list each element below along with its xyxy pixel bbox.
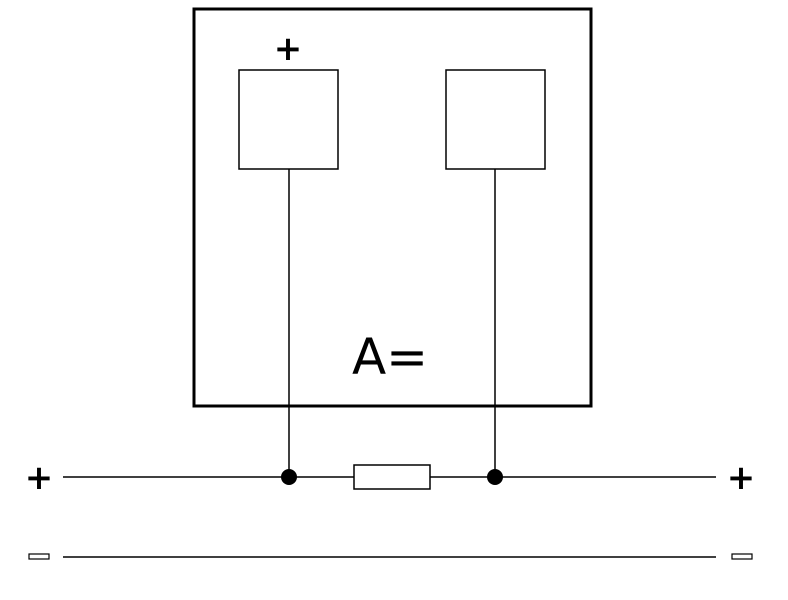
device-enclosure	[192, 7, 593, 408]
bus-positive-left-label: +	[25, 458, 54, 498]
terminal-left	[238, 69, 339, 170]
resistor	[353, 464, 431, 490]
bus-negative-left-minus-icon	[28, 553, 50, 560]
junction-dot-right	[487, 469, 503, 485]
bus-negative-right-minus-icon	[731, 553, 753, 560]
bus-positive-right-label: +	[727, 458, 756, 498]
terminal-right	[445, 69, 546, 170]
device-label: A=	[352, 328, 428, 386]
junction-dot-left	[281, 469, 297, 485]
terminal-left-polarity: +	[274, 29, 303, 69]
